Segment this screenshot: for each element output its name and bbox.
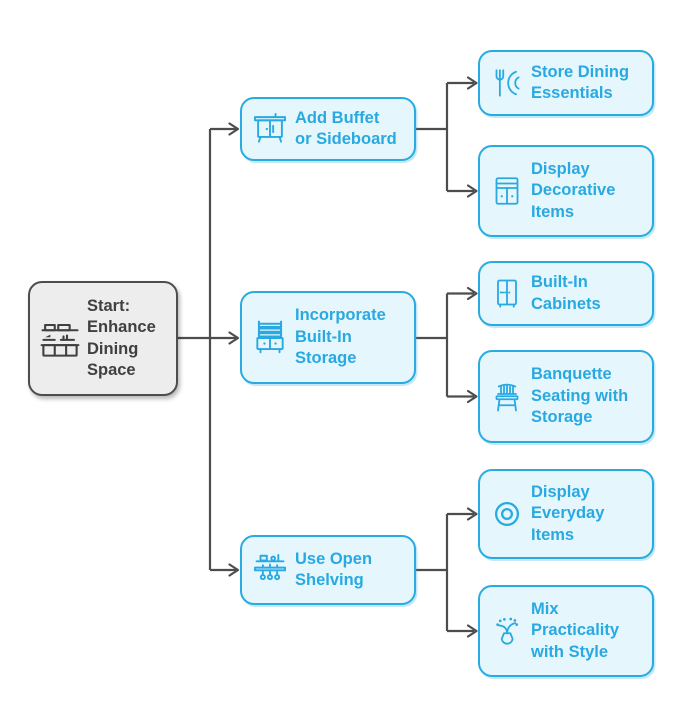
node-display-everyday-items: Display Everyday Items <box>478 469 654 559</box>
node-start: Start: Enhance Dining Space <box>28 281 178 396</box>
node-label: Display Decorative Items <box>531 159 616 221</box>
node-label: Store Dining Essentials <box>531 62 630 102</box>
chair-icon <box>489 379 525 415</box>
node-incorporate-built-in-storage: Incorporate Built-In Storage <box>240 291 416 384</box>
node-built-in-cabinets: Built-In Cabinets <box>478 261 654 326</box>
open-shelving-icon <box>251 551 289 589</box>
plate-icon <box>489 496 525 532</box>
node-label: Add Buffet or Sideboard <box>295 108 397 148</box>
node-store-dining-essentials: Store Dining Essentials <box>478 50 654 116</box>
node-label: Display Everyday Items <box>531 482 605 544</box>
node-display-decorative-items: Display Decorative Items <box>478 145 654 237</box>
wardrobe-icon <box>489 276 525 312</box>
node-label: Banquette Seating with Storage <box>531 365 629 427</box>
node-label: Incorporate Built-In Storage <box>295 306 386 368</box>
buffet-icon <box>251 110 289 148</box>
hutch-icon <box>251 319 289 357</box>
node-label: Use Open Shelving <box>295 549 373 589</box>
vase-sprigs-icon <box>489 613 525 649</box>
sideboard-shelves-icon <box>39 318 81 360</box>
node-banquette-seating-with-storage: Banquette Seating with Storage <box>478 350 654 443</box>
node-label: Mix Practicality with Style <box>531 599 620 661</box>
node-mix-practicality-with-style: Mix Practicality with Style <box>478 585 654 677</box>
node-start-label: Start: Enhance Dining Space <box>87 296 156 379</box>
fork-plate-icon <box>489 65 525 101</box>
node-use-open-shelving: Use Open Shelving <box>240 535 416 605</box>
node-label: Built-In Cabinets <box>531 273 601 313</box>
cabinet-icon <box>489 173 525 209</box>
node-add-buffet-or-sideboard: Add Buffet or Sideboard <box>240 97 416 161</box>
